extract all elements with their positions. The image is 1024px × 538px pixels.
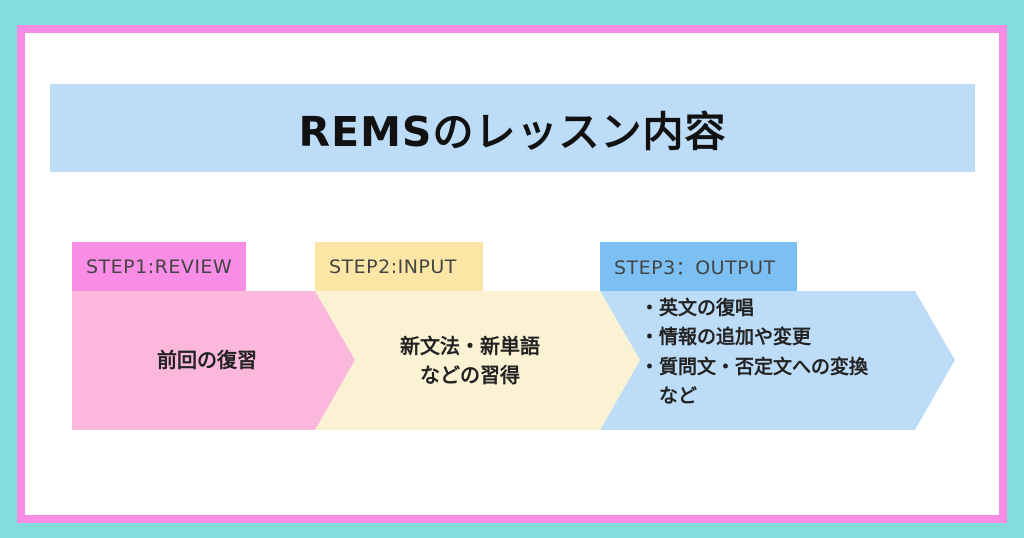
step2-tag: STEP2:INPUT — [315, 242, 483, 291]
step2-line: 新文法・新単語 — [400, 333, 540, 358]
page-title: REMSのレッスン内容 — [298, 108, 727, 156]
step1-arrow — [72, 291, 355, 430]
step2-content: 新文法・新単語 などの習得 — [340, 291, 600, 430]
step3-list-item: ・情報の追加や変更 — [640, 326, 812, 349]
step1-line: 前回の復習 — [157, 348, 257, 372]
step3-list-item: など — [640, 385, 698, 408]
step2-arrow — [315, 291, 640, 430]
step3-tag: STEP3：OUTPUT — [600, 242, 797, 291]
step1-tag: STEP1:REVIEW — [72, 242, 246, 291]
step3-content: ・英文の復唱 ・情報の追加や変更 ・質問文・否定文への変換 など — [640, 294, 960, 412]
step3-arrow — [600, 291, 955, 430]
step3-list-item: ・英文の復唱 — [640, 297, 755, 319]
title-banner: REMSのレッスン内容 — [50, 84, 975, 172]
step3-list-item: ・質問文・否定文への変換 — [640, 355, 869, 378]
step2-line: などの習得 — [420, 362, 520, 387]
step1-content: 前回の復習 — [72, 291, 342, 430]
